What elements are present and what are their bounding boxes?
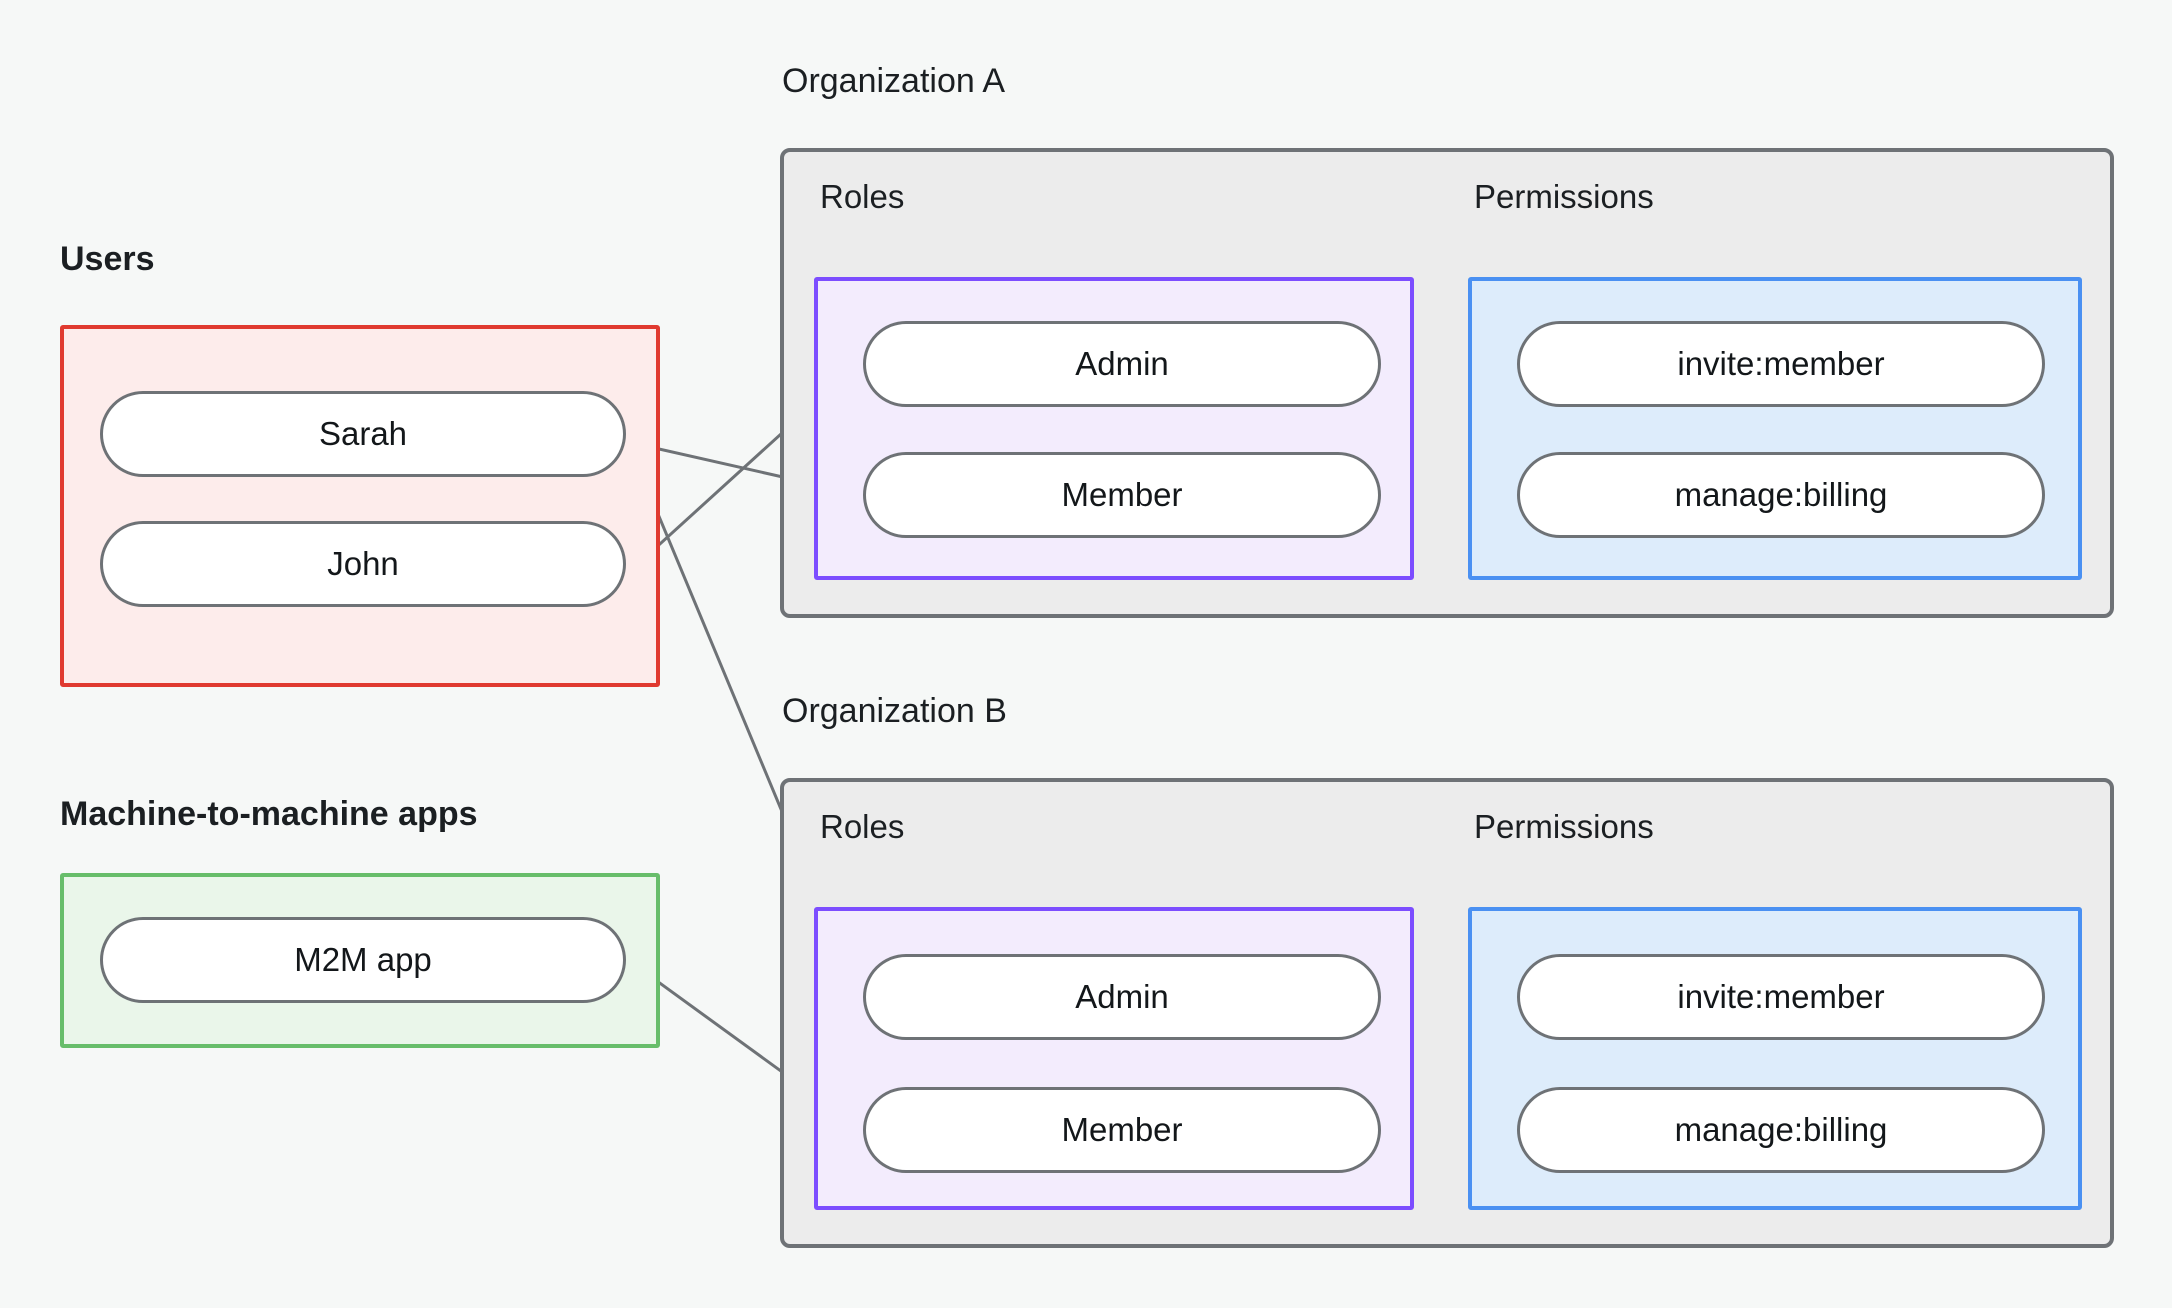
organization-a-role-pill-admin[interactable]: Admin: [863, 321, 1381, 407]
user-pill-sarah[interactable]: Sarah: [100, 391, 626, 477]
organization-a-roles-box: Admin Member: [814, 277, 1414, 580]
organization-b-role-pill-member[interactable]: Member: [863, 1087, 1381, 1173]
organization-a-roles-caption: Roles: [820, 178, 905, 215]
organization-a-caption: Organization A: [782, 62, 1006, 100]
organization-a-box: Roles Permissions Admin Member invite:me…: [780, 148, 2114, 618]
users-caption: Users: [60, 240, 155, 278]
organization-b-permission-pill-manage-billing[interactable]: manage:billing: [1517, 1087, 2045, 1173]
organization-b-role-pill-admin[interactable]: Admin: [863, 954, 1381, 1040]
organization-b-caption: Organization B: [782, 692, 1007, 730]
user-pill-john[interactable]: John: [100, 521, 626, 607]
organization-b-permission-pill-invite-member[interactable]: invite:member: [1517, 954, 2045, 1040]
m2m-caption: Machine-to-machine apps: [60, 795, 478, 833]
organization-b-roles-caption: Roles: [820, 808, 905, 845]
organization-a-permission-pill-invite-member[interactable]: invite:member: [1517, 321, 2045, 407]
m2m-group-box: M2M app: [60, 873, 660, 1048]
m2m-pill-app[interactable]: M2M app: [100, 917, 626, 1003]
organization-b-box: Roles Permissions Admin Member invite:me…: [780, 778, 2114, 1248]
organization-b-permissions-caption: Permissions: [1474, 808, 1654, 845]
organization-a-permission-pill-manage-billing[interactable]: manage:billing: [1517, 452, 2045, 538]
users-group-box: Sarah John: [60, 325, 660, 687]
organization-a-role-pill-member[interactable]: Member: [863, 452, 1381, 538]
organization-b-roles-box: Admin Member: [814, 907, 1414, 1210]
organization-a-permissions-box: invite:member manage:billing: [1468, 277, 2082, 580]
organization-a-permissions-caption: Permissions: [1474, 178, 1654, 215]
organization-b-permissions-box: invite:member manage:billing: [1468, 907, 2082, 1210]
